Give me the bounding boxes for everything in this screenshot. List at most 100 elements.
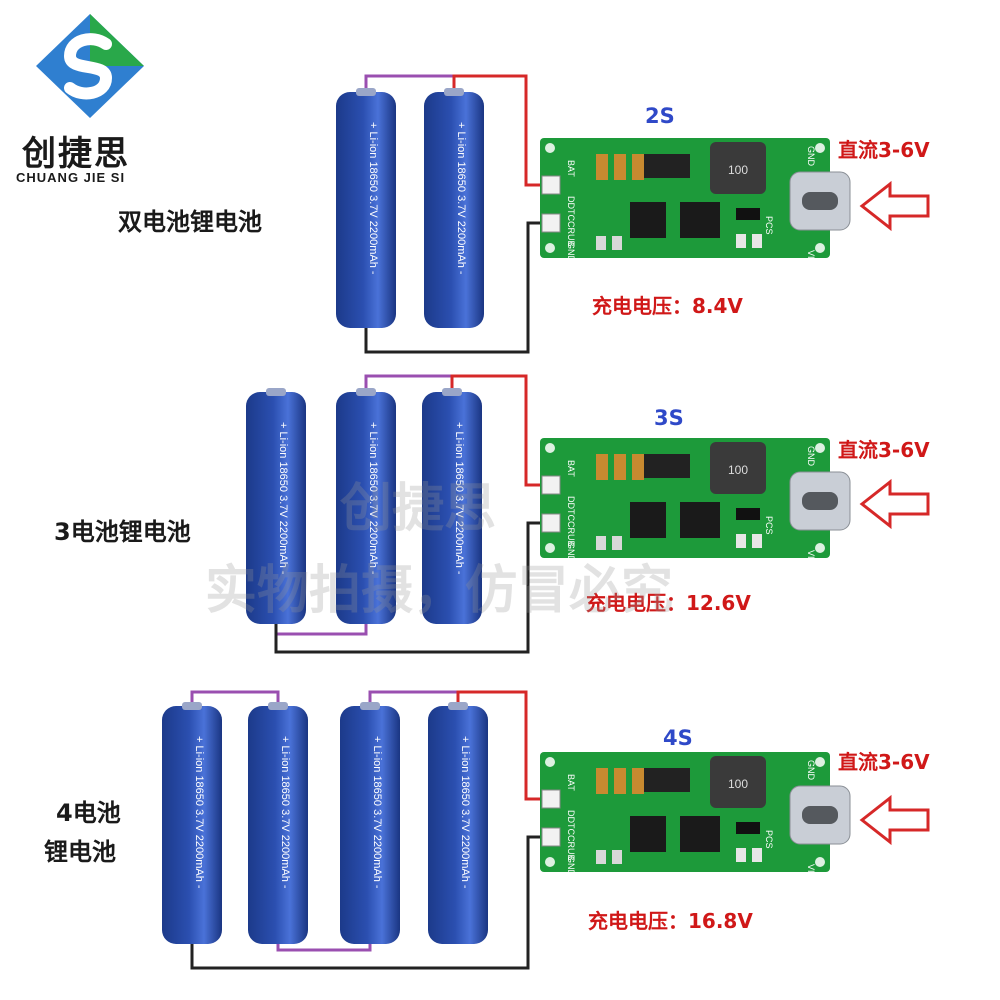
brand-name-cn: 创捷思: [22, 134, 130, 174]
mount-hole-icon: [815, 443, 825, 453]
capacitor-icon: [632, 454, 644, 480]
silkscreen-label: DDTCCRUB: [566, 496, 576, 547]
battery-cell: + Li-ion 18650 3.7V 2200mAh -: [424, 88, 484, 328]
silkscreen-label: GND: [566, 242, 576, 263]
config-4s-series: 4S: [663, 726, 693, 750]
config-group-4s: + Li-ion 18650 3.7V 2200mAh - + Li-ion 18…: [162, 690, 930, 970]
battery-terminal-icon: [266, 388, 286, 396]
smd-icon: [752, 534, 762, 548]
series-link-wire: [190, 690, 280, 706]
silkscreen-label: DDTCCRUB: [566, 810, 576, 861]
diode-icon: [644, 768, 690, 792]
silkscreen-label: OK: [614, 872, 627, 882]
battery-print-text: + Li-ion 18650 3.7V 2200mAh -: [371, 736, 383, 889]
chip-icon: [680, 202, 720, 238]
negative-wire: [364, 221, 544, 354]
resistor-icon: [736, 208, 760, 220]
input-arrow-icon: [859, 180, 930, 232]
inductor-icon: [710, 756, 766, 808]
battery-terminal-icon: [442, 388, 462, 396]
silkscreen-label: BAT: [566, 460, 576, 477]
input-arrow-icon: [859, 794, 930, 846]
usb-c-opening-icon: [802, 192, 838, 210]
battery-cell: + Li-ion 18650 3.7V 2200mAh -: [340, 702, 400, 944]
capacitor-icon: [632, 154, 644, 180]
watermark-line1: 创捷思: [340, 478, 497, 539]
silkscreen-label: DDTCCRUB: [566, 196, 576, 247]
inductor-icon: [710, 442, 766, 494]
battery-cell: + Li-ion 18650 3.7V 2200mAh -: [246, 388, 306, 624]
inductor-label: 100: [728, 463, 748, 477]
inductor-label: 100: [728, 163, 748, 177]
smd-icon: [736, 534, 746, 548]
config-2s-name: 双电池锂电池: [118, 208, 262, 236]
bat-minus-terminal-icon: [541, 827, 561, 847]
silkscreen-label: VIN: [806, 250, 816, 265]
silkscreen-label: BAT: [566, 774, 576, 791]
led-icon: [596, 850, 606, 864]
battery-body: [162, 706, 222, 944]
led-icon: [596, 536, 606, 550]
battery-body: [424, 92, 484, 328]
brand-logo-icon: [36, 14, 144, 118]
mount-hole-icon: [545, 857, 555, 867]
chip-icon: [630, 202, 666, 238]
capacitor-icon: [596, 154, 608, 180]
led-icon: [612, 850, 622, 864]
silkscreen-label: GND: [566, 542, 576, 563]
battery-cell: + Li-ion 18650 3.7V 2200mAh -: [422, 388, 482, 624]
config-group-3s: + Li-ion 18650 3.7V 2200mAh - + Li-ion 18…: [246, 374, 930, 654]
positive-wire: [452, 74, 544, 187]
capacitor-icon: [614, 154, 626, 180]
silkscreen-label: CR: [596, 258, 609, 268]
battery-terminal-icon: [182, 702, 202, 710]
silkscreen-label: GND: [806, 446, 816, 467]
silkscreen-label: VIN: [806, 864, 816, 879]
config-4s-input: 直流3-6V: [838, 750, 930, 774]
bat-plus-terminal-icon: [541, 175, 561, 195]
brand-name-en: CHUANG JIE SI: [16, 170, 126, 185]
silkscreen-label: CR: [596, 872, 609, 882]
led-icon: [596, 236, 606, 250]
battery-body: [336, 392, 396, 624]
series-link-wire: [274, 624, 368, 636]
silkscreen-label: GND: [806, 760, 816, 781]
led-icon: [612, 236, 622, 250]
silkscreen-label: OK: [614, 258, 627, 268]
config-group-2s: + Li-ion 18650 3.7V 2200mAh -+ Li-ion 18…: [336, 74, 930, 354]
mount-hole-icon: [815, 857, 825, 867]
battery-terminal-icon: [448, 702, 468, 710]
battery-body: [422, 392, 482, 624]
battery-print-text: + Li-ion 18650 3.7V 2200mAh -: [279, 736, 291, 889]
series-link-wire: [364, 374, 454, 392]
negative-wire: [274, 521, 544, 654]
battery-print-text: + Li-ion 18650 3.7V 2200mAh -: [367, 422, 379, 575]
battery-terminal-icon: [356, 388, 376, 396]
config-2s-input: 直流3-6V: [838, 138, 930, 162]
battery-print-text: + Li-ion 18650 3.7V 2200mAh -: [193, 736, 205, 889]
capacitor-icon: [596, 454, 608, 480]
mount-hole-icon: [545, 143, 555, 153]
config-3s-input: 直流3-6V: [838, 438, 930, 462]
usb-c-opening-icon: [802, 806, 838, 824]
mount-hole-icon: [815, 757, 825, 767]
battery-terminal-icon: [444, 88, 464, 96]
chip-icon: [630, 502, 666, 538]
battery-body: [246, 392, 306, 624]
config-3s-charge-voltage: 充电电压：12.6V: [586, 591, 751, 615]
silkscreen-label: GND: [566, 856, 576, 877]
smd-icon: [752, 848, 762, 862]
battery-cell: + Li-ion 18650 3.7V 2200mAh -: [336, 388, 396, 624]
battery-print-text: + Li-ion 18650 3.7V 2200mAh -: [277, 422, 289, 575]
battery-print-text: + Li-ion 18650 3.7V 2200mAh -: [459, 736, 471, 889]
silkscreen-label: PCS: [764, 830, 774, 849]
mount-hole-icon: [545, 543, 555, 553]
battery-terminal-icon: [268, 702, 288, 710]
config-3s-series: 3S: [654, 406, 684, 430]
silkscreen-label: BAT: [566, 160, 576, 177]
config-4s-name-line2: 锂电池: [44, 838, 116, 866]
bat-minus-terminal-icon: [541, 213, 561, 233]
